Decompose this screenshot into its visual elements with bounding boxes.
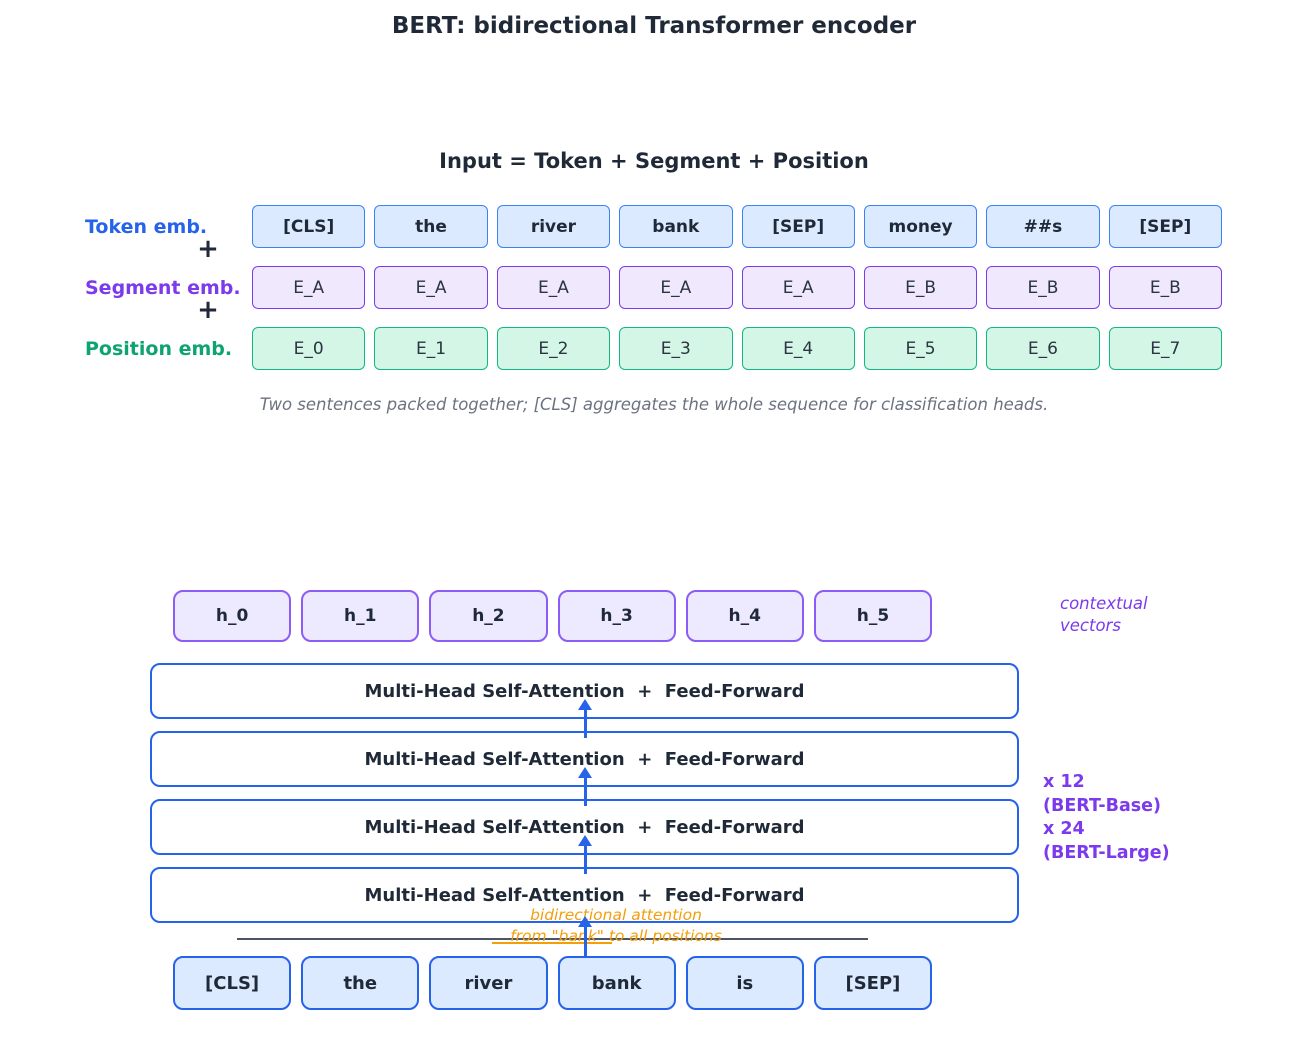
position-cell: E_2 xyxy=(496,327,611,370)
contextual-note-line: vectors xyxy=(1060,616,1121,635)
segment-embedding-row: E_A E_A E_A E_A E_A E_B E_B E_B xyxy=(252,266,1222,309)
token-emb-label: Token emb. xyxy=(85,216,208,238)
token-cell: [CLS] xyxy=(252,205,366,248)
position-cell: E_3 xyxy=(619,327,733,370)
layer-count-note: x 12 (BERT-Base) x 24 (BERT-Large) xyxy=(1043,771,1170,865)
up-arrow-icon xyxy=(578,916,592,927)
input-token-box: [CLS] xyxy=(173,956,292,1010)
input-token-box: [SEP] xyxy=(813,956,933,1010)
input-token-row: [CLS] the river bank is [SEP] xyxy=(173,956,933,1010)
hidden-state-box: h_2 xyxy=(429,590,548,642)
hidden-state-box: h_5 xyxy=(813,590,933,642)
input-caption: Two sentences packed together; [CLS] agg… xyxy=(259,395,1049,414)
segment-cell: E_A xyxy=(374,266,488,309)
page-title: BERT: bidirectional Transformer encoder xyxy=(391,13,917,39)
hidden-state-box: h_3 xyxy=(557,590,676,642)
layer-count-line: x 12 xyxy=(1043,772,1085,792)
up-arrow-icon xyxy=(578,835,592,846)
plus-sign: + xyxy=(197,295,219,325)
up-arrow-icon xyxy=(578,699,592,710)
hidden-state-box: h_0 xyxy=(173,590,292,642)
position-cell: E_0 xyxy=(252,327,366,370)
input-token-box: river xyxy=(429,956,548,1010)
position-cell: E_1 xyxy=(374,327,488,370)
input-token-box: bank xyxy=(557,956,676,1010)
layer-count-line: (BERT-Base) xyxy=(1043,795,1162,816)
hidden-state-box: h_4 xyxy=(685,590,804,642)
position-embedding-row: E_0 E_1 E_2 E_3 E_4 E_5 E_6 E_7 xyxy=(252,327,1222,370)
up-arrow-line xyxy=(583,927,587,956)
token-cell: money xyxy=(863,205,978,248)
token-cell: river xyxy=(496,205,611,248)
token-cell: ##s xyxy=(986,205,1100,248)
token-cell: [SEP] xyxy=(741,205,855,248)
attention-note-line1: bidirectional attention xyxy=(530,906,702,924)
up-arrow-line xyxy=(583,846,587,874)
up-arrow-line xyxy=(583,710,587,738)
input-token-box: is xyxy=(685,956,804,1010)
layer-count-line: (BERT-Large) xyxy=(1043,842,1170,863)
segment-cell: E_B xyxy=(986,266,1100,309)
attention-underline xyxy=(492,942,612,944)
token-cell: [SEP] xyxy=(1108,205,1222,248)
input-formula-heading: Input = Token + Segment + Position xyxy=(439,149,869,173)
contextual-note-line: contextual xyxy=(1060,594,1148,613)
contextual-vectors-note: contextual vectors xyxy=(1060,593,1148,637)
hidden-state-row: h_0 h_1 h_2 h_3 h_4 h_5 xyxy=(173,590,933,642)
segment-cell: E_A xyxy=(619,266,733,309)
input-token-box: the xyxy=(301,956,420,1010)
position-emb-label: Position emb. xyxy=(85,338,233,360)
attention-note-line2: from "bank" to all positions xyxy=(510,927,722,945)
up-arrow-icon xyxy=(578,767,592,778)
segment-cell: E_A xyxy=(741,266,855,309)
layer-count-line: x 24 xyxy=(1043,819,1085,839)
encoder-layer-box: Multi-Head Self-Attention + Feed-Forward xyxy=(150,799,1019,855)
segment-cell: E_B xyxy=(863,266,978,309)
segment-cell: E_B xyxy=(1108,266,1222,309)
segment-emb-label: Segment emb. xyxy=(85,277,241,299)
segment-cell: E_A xyxy=(252,266,366,309)
position-cell: E_7 xyxy=(1108,327,1222,370)
position-cell: E_6 xyxy=(986,327,1100,370)
token-cell: the xyxy=(374,205,488,248)
segment-cell: E_A xyxy=(496,266,611,309)
token-embedding-row: [CLS] the river bank [SEP] money ##s [SE… xyxy=(252,205,1222,248)
position-cell: E_5 xyxy=(863,327,978,370)
hidden-state-box: h_1 xyxy=(301,590,420,642)
token-cell: bank xyxy=(619,205,733,248)
plus-sign: + xyxy=(197,234,219,264)
position-cell: E_4 xyxy=(741,327,855,370)
up-arrow-line xyxy=(583,778,587,806)
positions-span-line xyxy=(237,938,868,940)
